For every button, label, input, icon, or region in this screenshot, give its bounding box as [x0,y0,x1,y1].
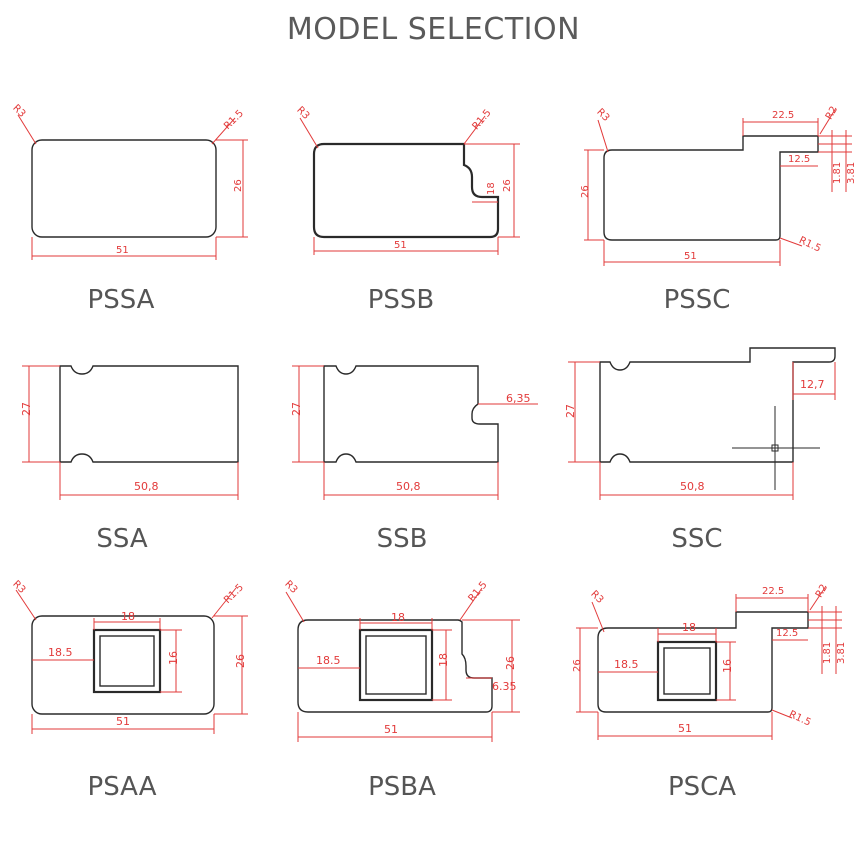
diagram-ssb: 27 6,35 50,8 [290,365,538,500]
dim-label: R2 [824,105,840,122]
dim-label: 6.35 [492,680,517,693]
dim-label: 51 [384,723,398,736]
dim-label: 22.5 [762,586,784,597]
dim-label: 26 [502,179,513,192]
diagram-psca: R3 22.5 R2 18 12.5 18.5 16 1.81 3.81 26 … [572,583,847,740]
dim-label: 51 [684,251,697,262]
dim-label: 16 [721,659,734,673]
dim-label: R1.5 [467,580,490,605]
model-label-pssb: PSSB [367,285,435,315]
dim-label: 12,7 [800,378,825,391]
dim-label: 51 [678,722,692,735]
diagram-pssb: R3 R1.5 26 18 51 [294,105,520,255]
dim-label: R1.5 [222,582,246,606]
dim-label: R3 [594,107,611,124]
dim-label: 51 [116,715,130,728]
dim-label: 27 [20,402,33,416]
diagram-pssc: R3 22.5 R2 12.5 1.81 3.81 26 R1.5 51 [580,105,857,266]
model-label-psaa: PSAA [87,772,157,802]
diagram-psba: R3 R1.5 18 18.5 18 26 6.35 51 [282,579,520,742]
dim-label: 3.81 [846,162,857,184]
dim-label: 18.5 [614,658,639,671]
dim-label: 27 [564,404,577,418]
diagram-pssa: R3 R1.5 26 51 [10,103,248,260]
dim-label: R3 [10,579,27,596]
diagram-psaa: R3 R1.5 18 18.5 16 26 51 [10,579,248,734]
dim-label: 1.81 [822,642,833,664]
dim-label: 18.5 [316,654,341,667]
dim-label: R1.5 [787,709,812,729]
model-label-ssb: SSB [376,524,428,554]
page-title: MODEL SELECTION [286,12,581,47]
model-label-ssa: SSA [96,524,148,554]
dim-label: R3 [10,103,27,120]
model-label-psba: PSBA [368,772,436,802]
dim-label: R2 [814,583,830,600]
dim-label: 16 [167,651,180,665]
dim-label: 18.5 [48,646,73,659]
dim-label: 26 [572,659,583,672]
diagram-ssa: 27 50,8 [20,365,239,500]
dim-label: 18 [437,653,450,667]
dim-label: 26 [233,179,244,192]
dim-label: 6,35 [506,392,531,405]
dim-label: 1.81 [832,162,843,184]
dim-label: 50,8 [134,480,159,493]
dim-label: 26 [234,654,247,668]
dim-label: R3 [588,589,605,606]
dim-label: 18 [682,621,696,634]
model-label-ssc: SSC [671,524,723,554]
dim-label: R1.5 [797,235,822,255]
model-label-psca: PSCA [667,772,737,802]
model-label-pssc: PSSC [663,285,731,315]
diagram-ssc: 27 12,7 50,8 [564,347,836,500]
dim-label: 12.5 [776,628,798,639]
dim-label: 18 [391,611,405,624]
dim-label: R1.5 [471,108,494,133]
dim-label: 51 [116,245,129,256]
dim-label: 27 [290,402,303,416]
dim-label: 50,8 [396,480,421,493]
dim-label: R3 [294,105,311,122]
dim-label: 51 [394,240,407,251]
dim-label: 26 [504,656,517,670]
dim-label: 26 [580,185,591,198]
dim-label: 50,8 [680,480,705,493]
dim-label: 22.5 [772,110,794,121]
dim-label: 18 [486,182,497,195]
dim-label: 3.81 [836,642,847,664]
model-label-pssa: PSSA [87,285,155,315]
dim-label: 18 [121,610,135,623]
dim-label: R1.5 [222,108,246,132]
dim-label: 12.5 [788,154,810,165]
